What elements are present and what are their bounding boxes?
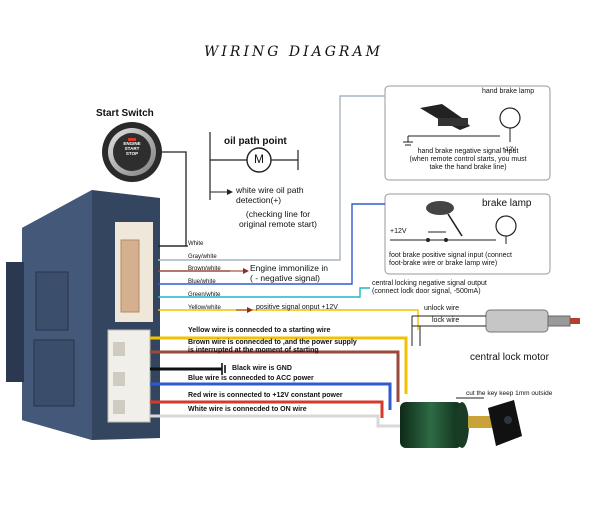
positive-output-note: positive signal onput +12V <box>256 304 338 311</box>
harness-wires <box>158 95 419 330</box>
blue-wire-note: Blue wire is connecded to ACC power <box>188 375 314 382</box>
oil-path-motor <box>209 132 299 200</box>
lock-wire-label: lock wire <box>432 317 460 324</box>
wire-label-yellow-white: Yellow/white <box>188 305 221 311</box>
oil-path-label: oil path point <box>224 136 287 147</box>
wire-label-white: White <box>188 241 204 247</box>
diagram-title: WIRING DIAGRAM <box>204 44 383 60</box>
oil-path-checking-text: (checking line for original remote start… <box>239 209 317 229</box>
wire-label-green-white: Green/white <box>188 292 221 298</box>
power-wires <box>150 336 408 428</box>
foot-brake-lamp-label: brake lamp <box>482 198 532 209</box>
black-wire-note: Black wire is GND <box>232 365 292 372</box>
white-wire-note: White wire is connecded to ON wire <box>188 406 307 413</box>
foot-brake-box <box>384 193 551 275</box>
yellow-wire-note: Yellow wire is connecded to a starting w… <box>188 327 331 334</box>
start-switch-button-text: ENGINE START STOP <box>123 141 141 157</box>
start-switch-label: Start Switch <box>96 108 154 119</box>
wire-label-blue-white: Blue/white <box>188 279 216 285</box>
start-switch-wire <box>158 151 187 247</box>
oil-path-detection-text: white wire oil path detection(+) <box>236 185 304 205</box>
wire-label-gray-white: Gray/white <box>188 254 217 260</box>
central-lock-motor <box>411 309 580 346</box>
brown-wire-note: Brown wire is connecded to ,and the powe… <box>188 339 357 355</box>
foot-brake-note: foot brake positive signal input (connec… <box>389 252 512 268</box>
hand-brake-note: hand brake negative signal input (when r… <box>409 148 527 172</box>
ignition-cylinder <box>400 397 522 448</box>
wire-label-brown-white: Brown/white <box>188 266 221 272</box>
key-note: cut the key keep 1mm outside <box>466 390 553 397</box>
hand-brake-box <box>384 85 551 181</box>
foot-brake-voltage: +12V <box>390 228 407 235</box>
central-lock-motor-label: central lock motor <box>470 352 549 363</box>
hand-brake-voltage: +12V <box>502 147 517 153</box>
central-locking-note: central locking negative signal output (… <box>372 280 487 296</box>
hand-brake-lamp-label: hand brake lamp <box>482 88 535 95</box>
control-module <box>6 190 160 440</box>
unlock-wire-label: unlock wire <box>424 305 460 312</box>
red-wire-note: Red wire is connected to +12V constant p… <box>188 392 343 399</box>
motor-symbol: M <box>254 152 264 166</box>
start-switch <box>102 122 162 182</box>
immobilizer-note: Engine immonilize in ( - negative signal… <box>250 263 328 283</box>
